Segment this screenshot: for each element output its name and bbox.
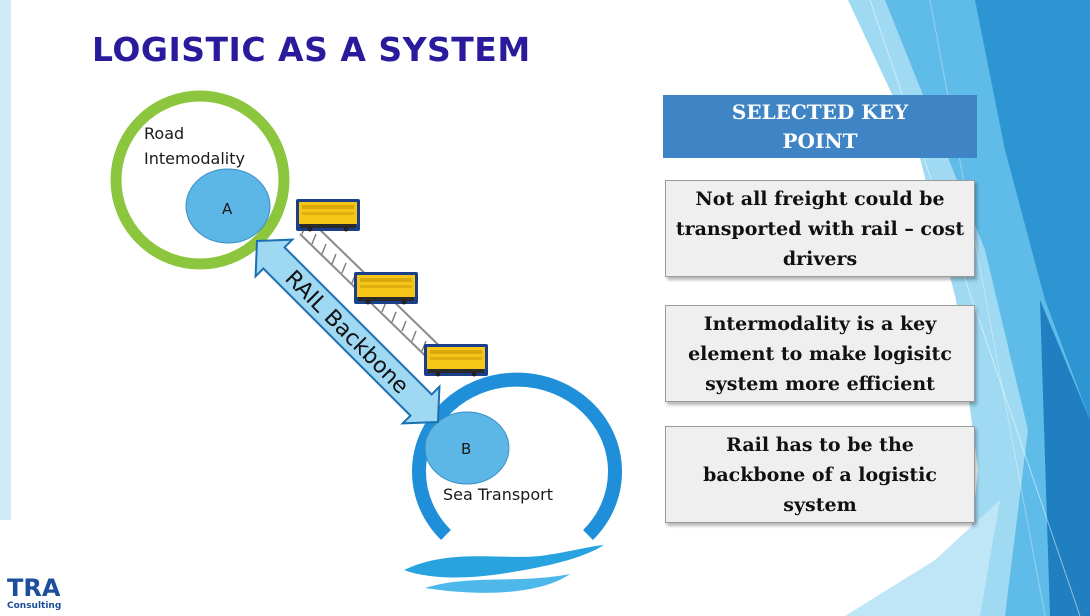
train-car-icon bbox=[424, 344, 488, 377]
key-point-box: Rail has to be the backbone of a logisti… bbox=[665, 426, 975, 523]
left-accent-strip bbox=[0, 0, 11, 520]
key-point-text: Rail has to be the backbone of a logisti… bbox=[703, 433, 937, 516]
sea-ring bbox=[412, 372, 622, 540]
waves-icon bbox=[404, 545, 604, 593]
facet-bottom bbox=[845, 500, 1000, 616]
key-header-line-2: POINT bbox=[782, 128, 858, 153]
road-ring bbox=[110, 90, 290, 270]
logo-sub-text: Consulting bbox=[7, 601, 62, 611]
key-point-header: SELECTED KEY POINT bbox=[663, 95, 977, 158]
key-point-box: Not all freight could be transported wit… bbox=[665, 180, 975, 277]
train-car-icon bbox=[354, 272, 418, 305]
key-point-text: Intermodality is a key element to make l… bbox=[688, 312, 952, 395]
slide-title: LOGISTIC AS A SYSTEM bbox=[92, 30, 531, 69]
node-a-label: A bbox=[222, 200, 233, 218]
facet-darkest bbox=[1040, 300, 1090, 616]
sea-transport-label: Sea Transport bbox=[443, 485, 553, 504]
facet-dark bbox=[975, 0, 1090, 420]
train-car-icon bbox=[296, 199, 360, 232]
logo-main-text: TRA bbox=[7, 574, 61, 602]
key-header-line-1: SELECTED KEY bbox=[731, 99, 909, 124]
key-point-box: Intermodality is a key element to make l… bbox=[665, 305, 975, 402]
road-intermodality-label: Road Intemodality bbox=[144, 121, 245, 171]
node-a bbox=[185, 168, 271, 244]
node-b-label: B bbox=[461, 440, 472, 458]
node-b bbox=[424, 411, 510, 485]
key-point-text: Not all freight could be transported wit… bbox=[675, 187, 965, 270]
tra-consulting-logo: TRA Consulting bbox=[7, 575, 61, 611]
road-label-line-1: Road bbox=[144, 124, 185, 143]
road-label-line-2: Intemodality bbox=[144, 149, 245, 168]
